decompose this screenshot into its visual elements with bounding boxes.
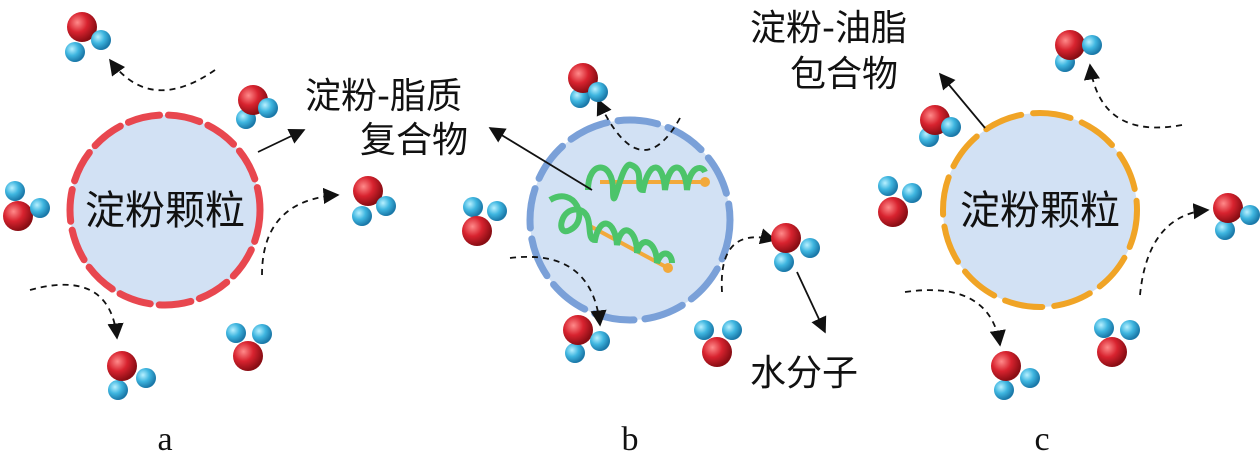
oxygen-atom bbox=[1213, 193, 1243, 223]
water-molecule bbox=[1055, 30, 1102, 72]
oxygen-atom bbox=[67, 12, 97, 42]
hydrogen-atom bbox=[1120, 320, 1140, 340]
water-molecule bbox=[462, 197, 507, 246]
hydrogen-atom bbox=[941, 117, 961, 137]
hydrogen-atom bbox=[902, 183, 922, 203]
hydrogen-atom bbox=[108, 380, 128, 400]
granule-a: 淀粉颗粒 bbox=[66, 111, 264, 309]
water-molecule bbox=[1094, 318, 1140, 367]
hydrogen-atom bbox=[226, 323, 246, 343]
water-molecules bbox=[3, 12, 1260, 400]
hydrogen-atom bbox=[376, 196, 396, 216]
water-molecule bbox=[107, 351, 156, 400]
oxygen-atom bbox=[563, 315, 593, 345]
granule-c: 淀粉颗粒 bbox=[940, 110, 1140, 310]
oxygen-atom bbox=[991, 351, 1021, 381]
hydrogen-atom bbox=[252, 324, 272, 344]
oxygen-atom bbox=[233, 341, 263, 371]
hydrogen-atom bbox=[800, 238, 820, 258]
hydrogen-atom bbox=[1094, 318, 1114, 338]
granule-label-a: 淀粉颗粒 bbox=[85, 188, 245, 234]
oxygen-atom bbox=[353, 176, 383, 206]
hydrogen-atom bbox=[994, 380, 1014, 400]
hydrogen-atom bbox=[878, 176, 898, 196]
water-molecule bbox=[919, 105, 961, 147]
water-molecule bbox=[236, 85, 278, 129]
hydrogen-atom bbox=[1020, 368, 1040, 388]
water-migration-paths bbox=[29, 58, 1210, 347]
hydrogen-atom bbox=[570, 88, 590, 108]
hydrogen-atom bbox=[774, 252, 794, 272]
hydrogen-atom bbox=[694, 320, 714, 340]
water-molecule bbox=[226, 323, 272, 371]
oxygen-atom bbox=[1055, 30, 1085, 60]
amylose-lipid-helix bbox=[548, 161, 710, 273]
inclusion-label-line1: 淀粉-油脂 bbox=[750, 8, 907, 49]
inclusion-label-line2: 包合物 bbox=[790, 54, 898, 95]
hydrogen-atom bbox=[30, 198, 50, 218]
annotation-arrows bbox=[257, 72, 986, 334]
complex-label-line1: 淀粉-脂质 bbox=[305, 76, 462, 117]
hydrogen-atom bbox=[91, 30, 111, 50]
panel-label-a: a bbox=[157, 421, 172, 458]
water-molecule bbox=[3, 181, 50, 231]
hydrogen-atom bbox=[487, 201, 507, 221]
water-molecule bbox=[771, 223, 820, 272]
hydrogen-atom bbox=[136, 368, 156, 388]
oxygen-atom bbox=[702, 337, 732, 367]
oxygen-atom bbox=[1097, 337, 1127, 367]
water-molecule-label: 水分子 bbox=[750, 353, 858, 394]
oxygen-atom bbox=[3, 201, 33, 231]
water-molecule bbox=[568, 63, 608, 108]
water-molecule bbox=[991, 351, 1040, 400]
panel-label-c: c bbox=[1034, 421, 1049, 458]
hydrogen-atom bbox=[65, 42, 85, 62]
hydrogen-atom bbox=[1082, 35, 1102, 55]
hydrogen-atom bbox=[5, 181, 25, 201]
oxygen-atom bbox=[462, 216, 492, 246]
water-molecule bbox=[352, 176, 396, 226]
water-molecule bbox=[694, 320, 742, 367]
granule-label-c: 淀粉颗粒 bbox=[960, 188, 1120, 234]
hydrogen-atom bbox=[590, 331, 610, 351]
hydrogen-atom bbox=[1240, 205, 1260, 225]
water-molecule bbox=[1213, 193, 1260, 240]
hydrogen-atom bbox=[258, 98, 278, 118]
panel-label-b: b bbox=[622, 421, 639, 458]
oxygen-atom bbox=[107, 351, 137, 381]
complex-label-line2: 复合物 bbox=[360, 120, 468, 161]
hydrogen-atom bbox=[588, 82, 608, 102]
hydrogen-atom bbox=[352, 206, 372, 226]
oxygen-atom bbox=[771, 223, 801, 253]
water-molecule bbox=[563, 315, 610, 363]
hydrogen-atom bbox=[1215, 220, 1235, 240]
oxygen-atom bbox=[878, 197, 908, 227]
water-molecule bbox=[65, 12, 111, 62]
hydrogen-atom bbox=[722, 320, 742, 340]
granule-b bbox=[526, 116, 734, 324]
hydrogen-atom bbox=[463, 197, 483, 217]
hydrogen-atom bbox=[565, 343, 585, 363]
water-molecule bbox=[878, 176, 922, 227]
